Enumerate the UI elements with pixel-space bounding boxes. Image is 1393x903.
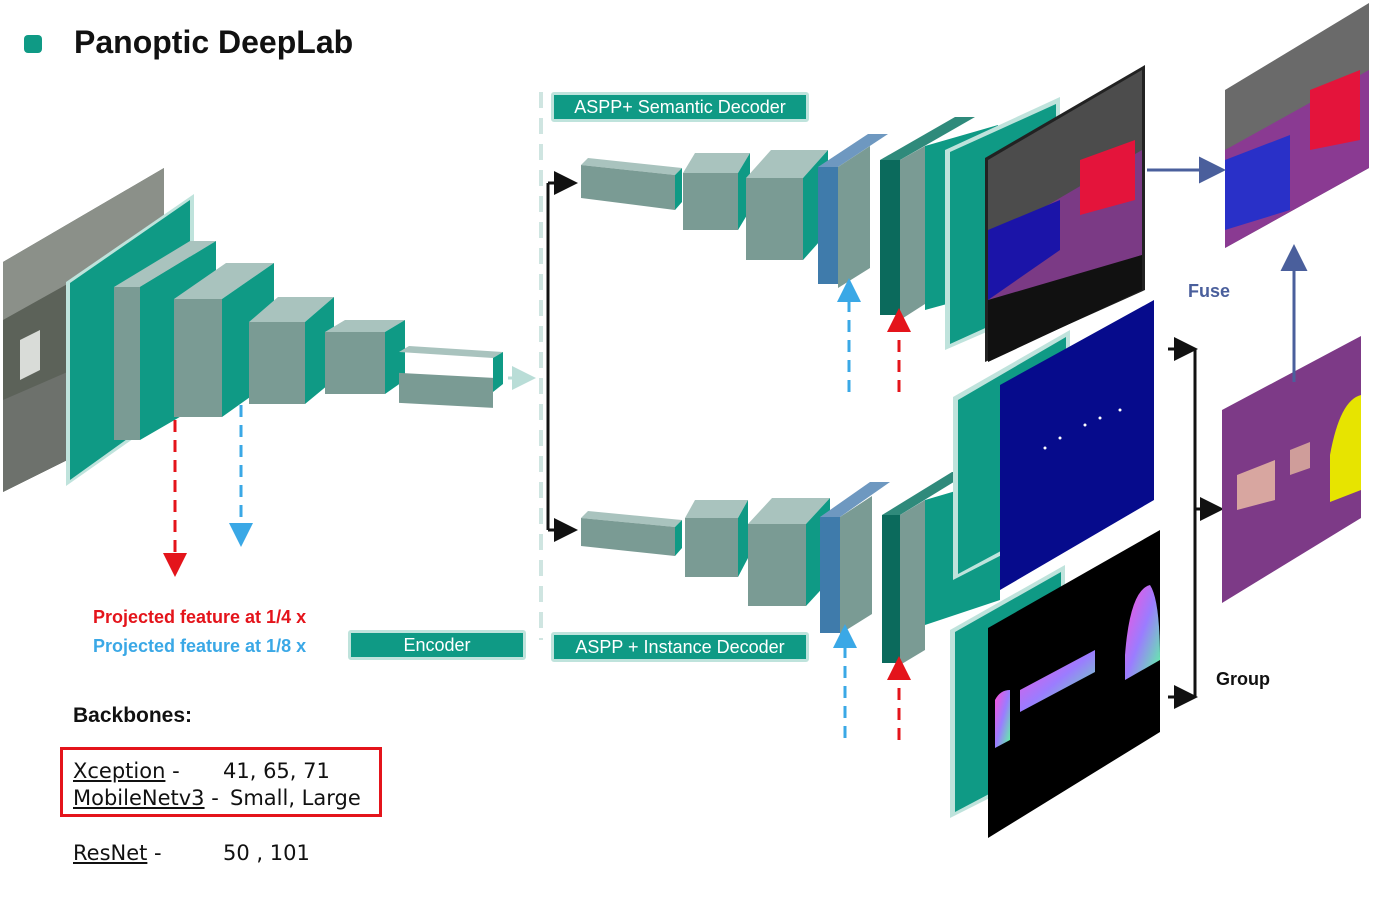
panoptic-output-image	[1225, 3, 1369, 248]
backbone-name: Xception	[73, 759, 165, 783]
title-bullet-icon	[24, 35, 42, 53]
backbone-sep: -	[147, 841, 161, 865]
backbone-row: Xception -	[73, 759, 180, 783]
legend-eighth: Projected feature at 1/8 x	[93, 636, 306, 657]
group-label: Group	[1216, 669, 1270, 690]
encoder-label: Encoder	[348, 630, 526, 660]
backbone-row: ResNet -	[73, 841, 162, 865]
backbone-row: MobileNetv3 -	[73, 786, 219, 810]
backbones-heading: Backbones:	[73, 704, 192, 728]
instance-decoder-label: ASPP + Instance Decoder	[551, 632, 809, 662]
backbone-sep: -	[165, 759, 179, 783]
backbone-name: MobileNetv3	[73, 786, 205, 810]
semantic-output-image	[985, 65, 1145, 362]
backbone-values: 50 , 101	[223, 841, 310, 865]
encoder-stage-6	[399, 346, 503, 408]
semantic-decoder-label: ASPP+ Semantic Decoder	[551, 92, 809, 122]
encoder-stage-4	[249, 297, 334, 404]
backbone-sep: -	[205, 786, 219, 810]
backbone-name: ResNet	[73, 841, 147, 865]
group-arrows	[1168, 349, 1218, 697]
encoder-stage-5	[325, 320, 405, 394]
backbone-values: 41, 65, 71	[223, 759, 330, 783]
fuse-label: Fuse	[1188, 281, 1230, 302]
legend-quarter: Projected feature at 1/4 x	[93, 607, 306, 628]
page-title: Panoptic DeepLab	[74, 24, 353, 61]
backbone-values: Small, Large	[230, 786, 361, 810]
branch-arrows	[548, 183, 572, 530]
instance-segmentation-image	[1222, 336, 1361, 603]
